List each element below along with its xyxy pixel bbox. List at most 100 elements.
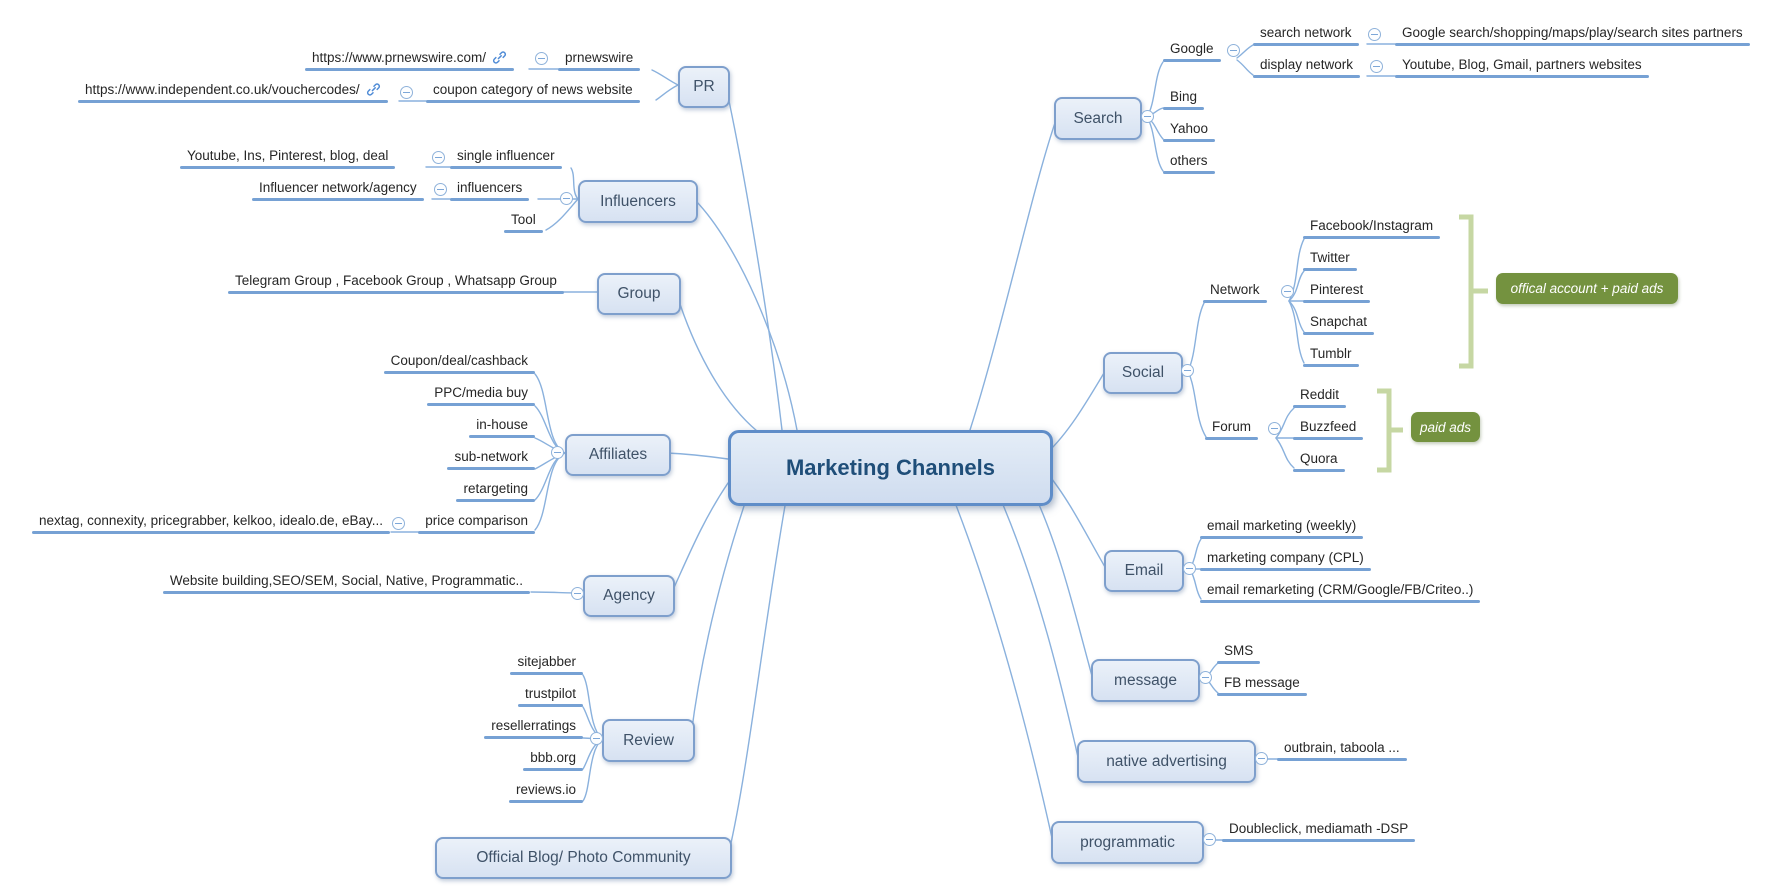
topic-social[interactable]: Social — [1103, 352, 1183, 394]
topic-network[interactable]: Network — [1203, 279, 1267, 303]
topic-affiliates[interactable]: Affiliates — [565, 434, 671, 476]
topic-retargeting[interactable]: retargeting — [456, 478, 535, 502]
topic-email-marketing[interactable]: email marketing (weekly) — [1200, 515, 1364, 539]
collapse-icon[interactable] — [1181, 364, 1194, 377]
topic-fb-message[interactable]: FB message — [1217, 672, 1307, 696]
topic-prnewswire[interactable]: prnewswire — [558, 47, 641, 71]
topic-search-network-detail[interactable]: Google search/shopping/maps/play/search … — [1395, 22, 1750, 46]
topic-yahoo[interactable]: Yahoo — [1163, 118, 1216, 142]
topic-single-influencer-detail[interactable]: Youtube, Ins, Pinterest, blog, deal — [180, 145, 396, 169]
topic-agency[interactable]: Agency — [583, 575, 675, 617]
topic-doubleclick-mediamath[interactable]: Doubleclick, mediamath -DSP — [1222, 818, 1416, 842]
collapse-icon[interactable] — [1268, 422, 1281, 435]
topic-ppc-media-buy[interactable]: PPC/media buy — [427, 382, 535, 406]
topic-label: display network — [1260, 57, 1354, 72]
topic-buzzfeed[interactable]: Buzzfeed — [1293, 416, 1364, 440]
note-offical-account-paid-ads[interactable]: offical account + paid ads — [1496, 273, 1678, 304]
topic-label: Coupon/deal/cashback — [390, 353, 528, 368]
collapse-icon[interactable] — [1203, 833, 1216, 846]
collapse-icon[interactable] — [400, 86, 413, 99]
topic-display-network[interactable]: display network — [1253, 54, 1361, 78]
topic-search-network[interactable]: search network — [1253, 22, 1359, 46]
topic-price-comparison[interactable]: price comparison — [418, 510, 535, 534]
topic-coupon-deal-cashback[interactable]: Coupon/deal/cashback — [383, 350, 536, 374]
topic-email[interactable]: Email — [1104, 550, 1184, 592]
topic-marketing-company[interactable]: marketing company (CPL) — [1200, 547, 1371, 571]
topic-trustpilot[interactable]: trustpilot — [517, 683, 584, 707]
topic-native-advertising[interactable]: native advertising — [1077, 740, 1256, 783]
topic-pinterest[interactable]: Pinterest — [1303, 279, 1371, 303]
collapse-icon[interactable] — [560, 192, 573, 205]
topic-snapchat[interactable]: Snapchat — [1303, 311, 1375, 335]
topic-sms[interactable]: SMS — [1217, 640, 1261, 664]
topic-label: Google search/shopping/maps/play/search … — [1402, 25, 1743, 40]
topic-bbb-org[interactable]: bbb.org — [523, 747, 583, 771]
collapse-icon[interactable] — [1281, 285, 1294, 298]
topic-single-influencer[interactable]: single influencer — [450, 145, 562, 169]
collapse-icon[interactable] — [1141, 110, 1154, 123]
topic-prnewswire-url[interactable]: https://www.prnewswire.com/ — [305, 47, 515, 71]
topic-official-blog[interactable]: Official Blog/ Photo Community — [435, 837, 732, 879]
topic-outbrain-taboola[interactable]: outbrain, taboola ... — [1277, 737, 1407, 761]
topic-email-remarketing[interactable]: email remarketing (CRM/Google/FB/Criteo.… — [1200, 579, 1481, 603]
topic-resellerratings[interactable]: resellerratings — [484, 715, 583, 739]
topic-group-label: Group — [617, 285, 661, 302]
topic-display-network-detail[interactable]: Youtube, Blog, Gmail, partners websites — [1395, 54, 1649, 78]
topic-group-detail[interactable]: Telegram Group , Facebook Group , Whatsa… — [228, 270, 564, 294]
link-icon[interactable] — [492, 50, 507, 65]
collapse-icon[interactable] — [1183, 562, 1196, 575]
topic-label: Facebook/Instagram — [1310, 218, 1434, 233]
link-icon[interactable] — [366, 82, 381, 97]
topic-label: Tool — [511, 212, 536, 227]
topic-sub-network[interactable]: sub-network — [447, 446, 535, 470]
topic-label: Snapchat — [1310, 314, 1368, 329]
collapse-icon[interactable] — [432, 151, 445, 164]
topic-review[interactable]: Review — [602, 719, 695, 762]
collapse-icon[interactable] — [392, 517, 405, 530]
topic-others[interactable]: others — [1163, 150, 1215, 174]
topic-message[interactable]: message — [1091, 659, 1200, 702]
topic-search[interactable]: Search — [1054, 97, 1142, 140]
collapse-icon[interactable] — [535, 52, 548, 65]
collapse-icon[interactable] — [1199, 671, 1212, 684]
central-topic[interactable]: Marketing Channels — [728, 430, 1053, 506]
topic-quora[interactable]: Quora — [1293, 448, 1345, 472]
collapse-icon[interactable] — [590, 732, 603, 745]
topic-coupon-category[interactable]: coupon category of news website — [426, 79, 640, 103]
topic-pr[interactable]: PR — [678, 66, 730, 108]
topic-programmatic[interactable]: programmatic — [1051, 821, 1204, 864]
topic-forum[interactable]: Forum — [1205, 416, 1259, 440]
topic-facebook-instagram[interactable]: Facebook/Instagram — [1303, 215, 1441, 239]
topic-bing[interactable]: Bing — [1163, 86, 1205, 110]
url-text: https://www.prnewswire.com/ — [312, 50, 487, 65]
topic-influencers-sub[interactable]: influencers — [450, 177, 530, 201]
topic-reviews-io[interactable]: reviews.io — [508, 779, 584, 803]
topic-tool[interactable]: Tool — [504, 209, 543, 233]
topic-label: Reddit — [1300, 387, 1340, 402]
topic-influencer-network[interactable]: Influencer network/agency — [252, 177, 424, 201]
topic-coupon-category-url[interactable]: https://www.independent.co.uk/vouchercod… — [78, 79, 388, 103]
topic-twitter[interactable]: Twitter — [1303, 247, 1357, 271]
topic-label: Network — [1210, 282, 1260, 297]
topic-google[interactable]: Google — [1163, 38, 1221, 62]
collapse-icon[interactable] — [1227, 44, 1240, 57]
topic-label: sitejabber — [517, 654, 576, 669]
topic-price-comparison-detail[interactable]: nextag, connexity, pricegrabber, kelkoo,… — [32, 510, 390, 534]
collapse-icon[interactable] — [1368, 28, 1381, 41]
topic-tumblr[interactable]: Tumblr — [1303, 343, 1359, 367]
collapse-icon[interactable] — [434, 183, 447, 196]
collapse-icon[interactable] — [571, 587, 584, 600]
topic-in-house[interactable]: in-house — [469, 414, 535, 438]
collapse-icon[interactable] — [1255, 752, 1268, 765]
topic-agency-detail[interactable]: Website building,SEO/SEM, Social, Native… — [162, 570, 531, 594]
topic-reddit[interactable]: Reddit — [1293, 384, 1347, 408]
collapse-icon[interactable] — [551, 446, 564, 459]
topic-label: sub-network — [454, 449, 528, 464]
note-paid-ads[interactable]: paid ads — [1411, 412, 1480, 442]
topic-influencers[interactable]: Influencers — [578, 180, 698, 223]
collapse-icon[interactable] — [1370, 60, 1383, 73]
topic-group[interactable]: Group — [597, 273, 681, 315]
topic-sitejabber[interactable]: sitejabber — [510, 651, 583, 675]
topic-label: Pinterest — [1310, 282, 1364, 297]
